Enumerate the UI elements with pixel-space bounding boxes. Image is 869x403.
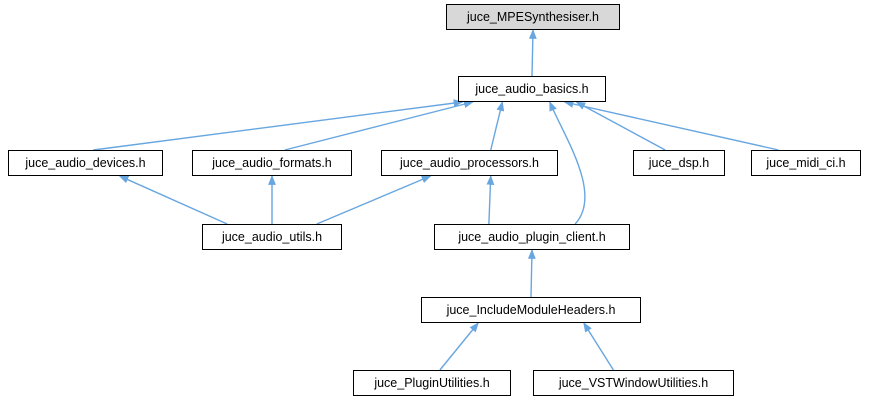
graph-node-include_headers[interactable]: juce_IncludeModuleHeaders.h xyxy=(421,297,641,323)
graph-edge-audio_utils-to-audio_processors xyxy=(316,175,432,225)
graph-node-midi_ci[interactable]: juce_midi_ci.h xyxy=(751,150,861,176)
graph-node-audio_processors[interactable]: juce_audio_processors.h xyxy=(381,150,558,176)
graph-edge-audio_processors-to-audio_basics xyxy=(490,101,505,151)
graph-edge-midi_ci-to-audio_basics xyxy=(563,100,779,151)
graph-node-audio_basics[interactable]: juce_audio_basics.h xyxy=(458,76,606,102)
graph-node-plugin_client[interactable]: juce_audio_plugin_client.h xyxy=(434,224,630,250)
graph-edge-audio_devices-to-audio_basics xyxy=(93,99,464,151)
graph-node-vst_window[interactable]: juce_VSTWindowUtilities.h xyxy=(533,370,734,396)
graph-edge-plugin_utils-to-include_headers xyxy=(439,322,479,371)
graph-edge-audio_utils-to-audio_devices xyxy=(118,175,228,225)
graph-edge-vst_window-to-include_headers xyxy=(583,322,614,371)
graph-node-mpe_synth[interactable]: juce_MPESynthesiser.h xyxy=(446,4,620,30)
graph-node-plugin_utils[interactable]: juce_PluginUtilities.h xyxy=(353,370,511,396)
graph-node-audio_utils[interactable]: juce_audio_utils.h xyxy=(202,224,342,250)
graph-edge-plugin_client-to-audio_processors xyxy=(486,175,495,225)
graph-edge-include_headers-to-plugin_client xyxy=(527,249,536,298)
graph-edge-dsp-to-audio_basics xyxy=(575,101,666,151)
graph-edge-audio_formats-to-audio_basics xyxy=(284,100,474,151)
graph-node-audio_formats[interactable]: juce_audio_formats.h xyxy=(192,150,352,176)
graph-node-audio_devices[interactable]: juce_audio_devices.h xyxy=(8,150,163,176)
graph-node-dsp[interactable]: juce_dsp.h xyxy=(633,150,725,176)
graph-edge-plugin_client-to-audio_basics xyxy=(549,101,586,225)
graph-edge-audio_basics-to-mpe_synth xyxy=(528,29,537,77)
